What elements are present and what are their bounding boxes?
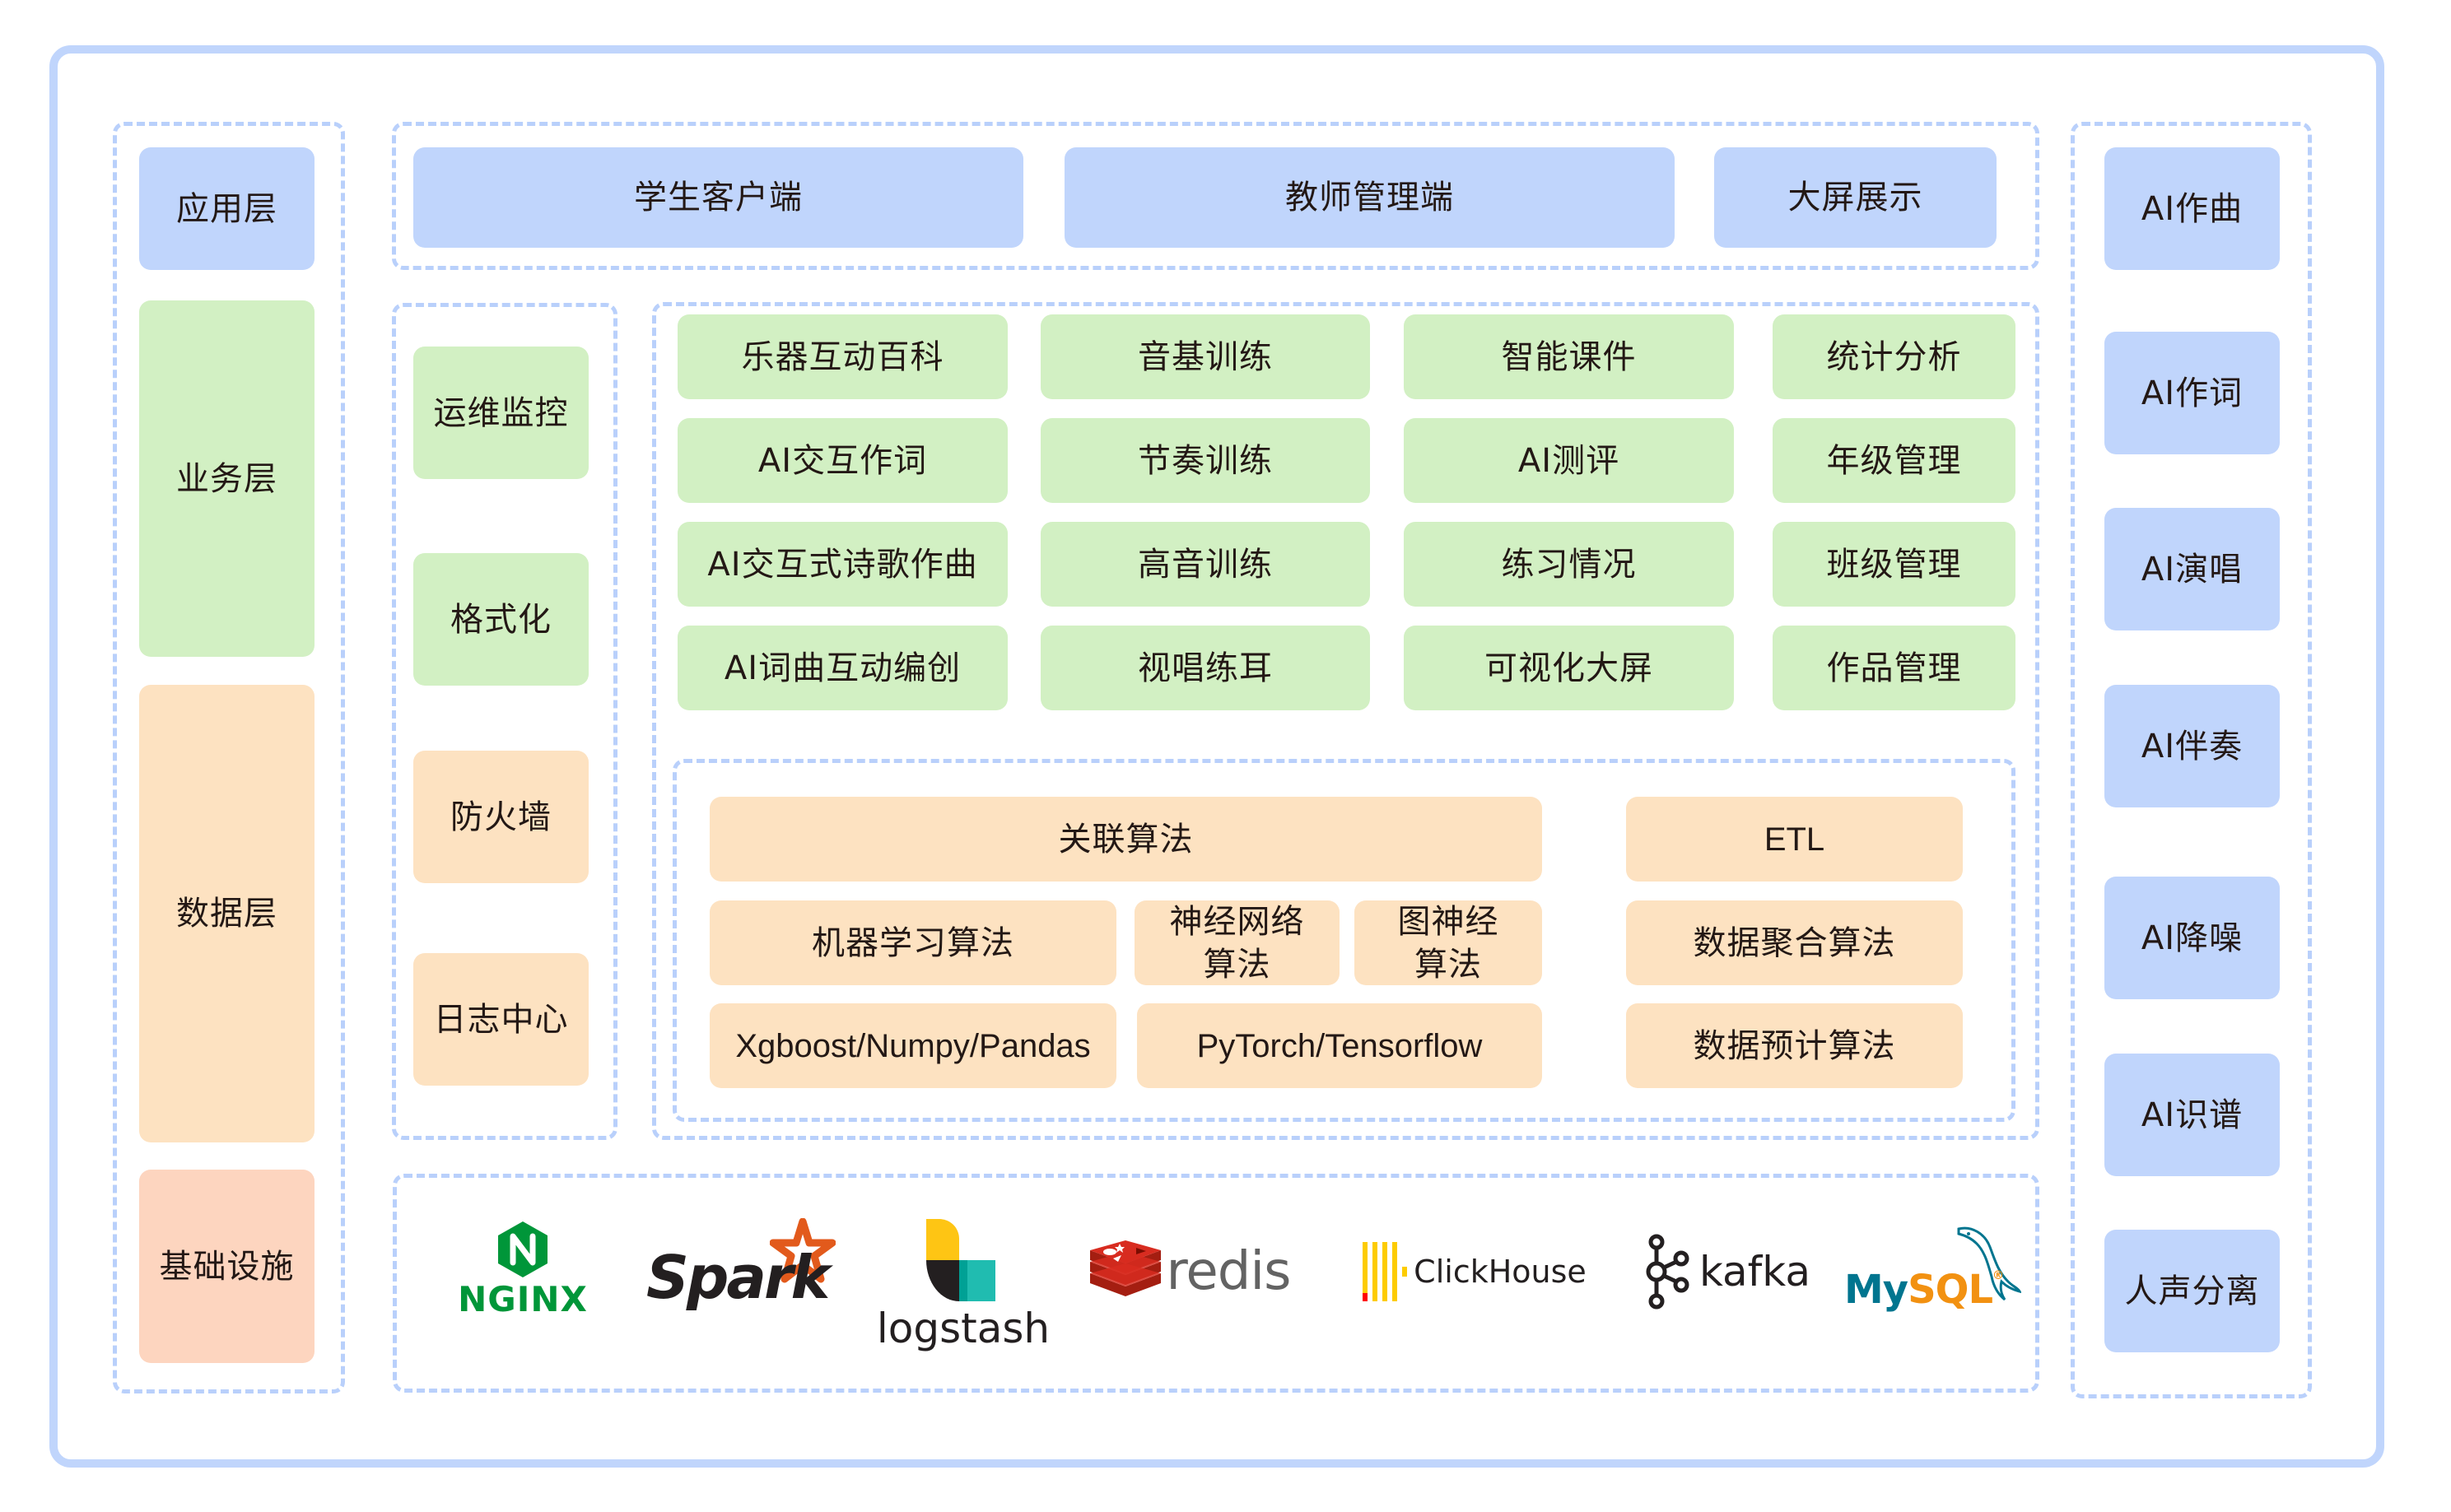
app-student-client: 学生客户端 xyxy=(413,147,1023,248)
ai-service-item: AI作曲 xyxy=(2104,147,2280,270)
business-module: 可视化大屏 xyxy=(1404,626,1734,710)
layer-business: 业务层 xyxy=(139,300,315,657)
logstash-wordmark: logstash xyxy=(876,1305,1051,1352)
business-module: 班级管理 xyxy=(1773,522,2015,607)
business-module: 练习情况 xyxy=(1404,522,1734,607)
algo-machine-learning: 机器学习算法 xyxy=(710,900,1116,985)
algo-etl: ETL xyxy=(1626,797,1963,882)
algo-graph-neural-line2: 算法 xyxy=(1414,945,1482,984)
business-module: 节奏训练 xyxy=(1041,418,1370,503)
business-module: 统计分析 xyxy=(1773,314,2015,399)
spark-star-icon xyxy=(770,1218,836,1283)
clickhouse-wordmark: ClickHouse xyxy=(1414,1254,1587,1290)
logstash-logo: logstash xyxy=(873,1214,1054,1354)
app-layer-group xyxy=(392,122,2039,270)
ops-log-center: 日志中心 xyxy=(413,953,589,1086)
architecture-frame xyxy=(49,45,2384,1468)
algo-dl-frameworks: PyTorch/Tensorflow xyxy=(1137,1003,1542,1088)
algo-neural-network: 神经网络 算法 xyxy=(1135,900,1340,985)
business-module: AI词曲互动编创 xyxy=(678,626,1008,710)
ops-monitoring: 运维监控 xyxy=(413,347,589,479)
business-module: 乐器互动百科 xyxy=(678,314,1008,399)
business-module: 年级管理 xyxy=(1773,418,2015,503)
spark-logo: Spark xyxy=(642,1218,848,1325)
business-module: 作品管理 xyxy=(1773,626,2015,710)
kafka-nodes-icon xyxy=(1646,1234,1689,1310)
algo-ml-libraries: Xgboost/Numpy/Pandas xyxy=(710,1003,1116,1088)
redis-wordmark: redis xyxy=(1166,1241,1291,1302)
algorithm-group xyxy=(673,759,2015,1122)
logstash-mark-icon xyxy=(926,1219,995,1301)
ops-firewall: 防火墙 xyxy=(413,751,589,883)
layer-application: 应用层 xyxy=(139,147,315,270)
layer-data: 数据层 xyxy=(139,685,315,1142)
app-teacher-admin: 教师管理端 xyxy=(1065,147,1675,248)
business-module: AI交互式诗歌作曲 xyxy=(678,522,1008,607)
nginx-wordmark: NGINX xyxy=(458,1278,588,1319)
mysql-wordmark: MySQL® xyxy=(1844,1267,2004,1313)
redis-cube-icon xyxy=(1090,1240,1162,1296)
business-module: 高音训练 xyxy=(1041,522,1370,607)
kafka-logo: kafka xyxy=(1634,1231,1820,1313)
algo-data-prediction: 数据预计算法 xyxy=(1626,1003,1963,1088)
business-module: 音基训练 xyxy=(1041,314,1370,399)
ai-service-item: AI识谱 xyxy=(2104,1054,2280,1176)
ops-formatting: 格式化 xyxy=(413,553,589,686)
app-big-screen: 大屏展示 xyxy=(1714,147,1997,248)
algo-neural-network-line1: 神经网络 xyxy=(1169,902,1305,941)
infrastructure-group xyxy=(393,1174,2039,1393)
business-module: 智能课件 xyxy=(1404,314,1734,399)
ai-service-item: AI作词 xyxy=(2104,332,2280,454)
ai-service-item: AI伴奏 xyxy=(2104,685,2280,807)
nginx-logo: NGINX xyxy=(449,1217,597,1319)
layers-column xyxy=(113,122,345,1393)
kafka-wordmark: kafka xyxy=(1698,1248,1811,1296)
ai-service-item: 人声分离 xyxy=(2104,1230,2280,1352)
ops-group xyxy=(392,303,617,1140)
business-module: 视唱练耳 xyxy=(1041,626,1370,710)
layer-infrastructure: 基础设施 xyxy=(139,1170,315,1363)
clickhouse-logo: ClickHouse xyxy=(1346,1239,1601,1305)
algo-association: 关联算法 xyxy=(710,797,1542,882)
ai-service-item: AI演唱 xyxy=(2104,508,2280,630)
business-module: AI测评 xyxy=(1404,418,1734,503)
clickhouse-bars-icon xyxy=(1363,1242,1408,1301)
algo-graph-neural: 图神经 算法 xyxy=(1354,900,1542,985)
redis-logo: redis xyxy=(1079,1235,1301,1309)
ai-service-item: AI降噪 xyxy=(2104,877,2280,999)
business-module: AI交互作词 xyxy=(678,418,1008,503)
spark-wordmark: Spark xyxy=(646,1243,830,1312)
mysql-logo: MySQL® xyxy=(1840,1222,2029,1325)
algo-data-aggregation: 数据聚合算法 xyxy=(1626,900,1963,985)
nginx-hexagon-icon xyxy=(498,1221,548,1277)
mysql-dolphin-icon xyxy=(1957,1226,2021,1301)
algo-neural-network-line2: 算法 xyxy=(1203,945,1271,984)
algo-graph-neural-line1: 图神经 xyxy=(1397,902,1499,941)
ai-services-group xyxy=(2071,122,2312,1398)
business-group xyxy=(652,302,2039,1140)
